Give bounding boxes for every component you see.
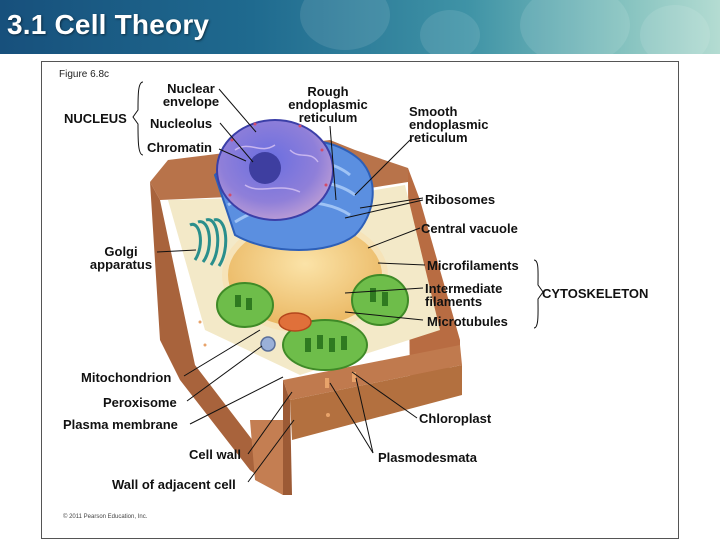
mitochondrion-shape — [278, 312, 312, 332]
label-ribosomes: Ribosomes — [425, 192, 496, 207]
label-chromatin: Chromatin — [147, 140, 212, 155]
plasmodesmata-shape — [198, 320, 356, 417]
label-nucleolus: Nucleolus — [150, 116, 213, 131]
label-nucleus-group: NUCLEUS — [64, 111, 127, 126]
nucleus-shape — [216, 119, 334, 221]
label-chloroplast: Chloroplast — [419, 411, 492, 426]
slide-header: 3.1 Cell Theory — [0, 0, 720, 54]
label-peroxisome: Peroxisome — [103, 395, 177, 410]
label-cytoskeleton-group: CYTOSKELETON — [542, 286, 649, 301]
label-microfilaments: Microfilaments — [427, 258, 519, 273]
label-mitochondrion: Mitochondrion — [81, 370, 172, 385]
chloroplast-shape — [216, 274, 409, 371]
golgi-shape — [189, 218, 228, 267]
slide-title: 3.1 Cell Theory — [7, 9, 210, 40]
label-cell-wall: Cell wall — [189, 447, 242, 462]
label-plasmodesmata: Plasmodesmata — [378, 450, 477, 465]
label-plasma-membrane: Plasma membrane — [63, 417, 178, 432]
leader-lines — [132, 81, 544, 483]
label-wall-adjacent-cell: Wall of adjacent cell — [112, 477, 236, 492]
peroxisome-shape — [260, 336, 276, 352]
figure-caption: Figure 6.8c — [59, 69, 110, 80]
label-central-vacuole: Central vacuole — [421, 221, 518, 236]
label-microtubules: Microtubules — [427, 314, 508, 329]
copyright-notice: © 2011 Pearson Education, Inc. — [63, 514, 148, 520]
